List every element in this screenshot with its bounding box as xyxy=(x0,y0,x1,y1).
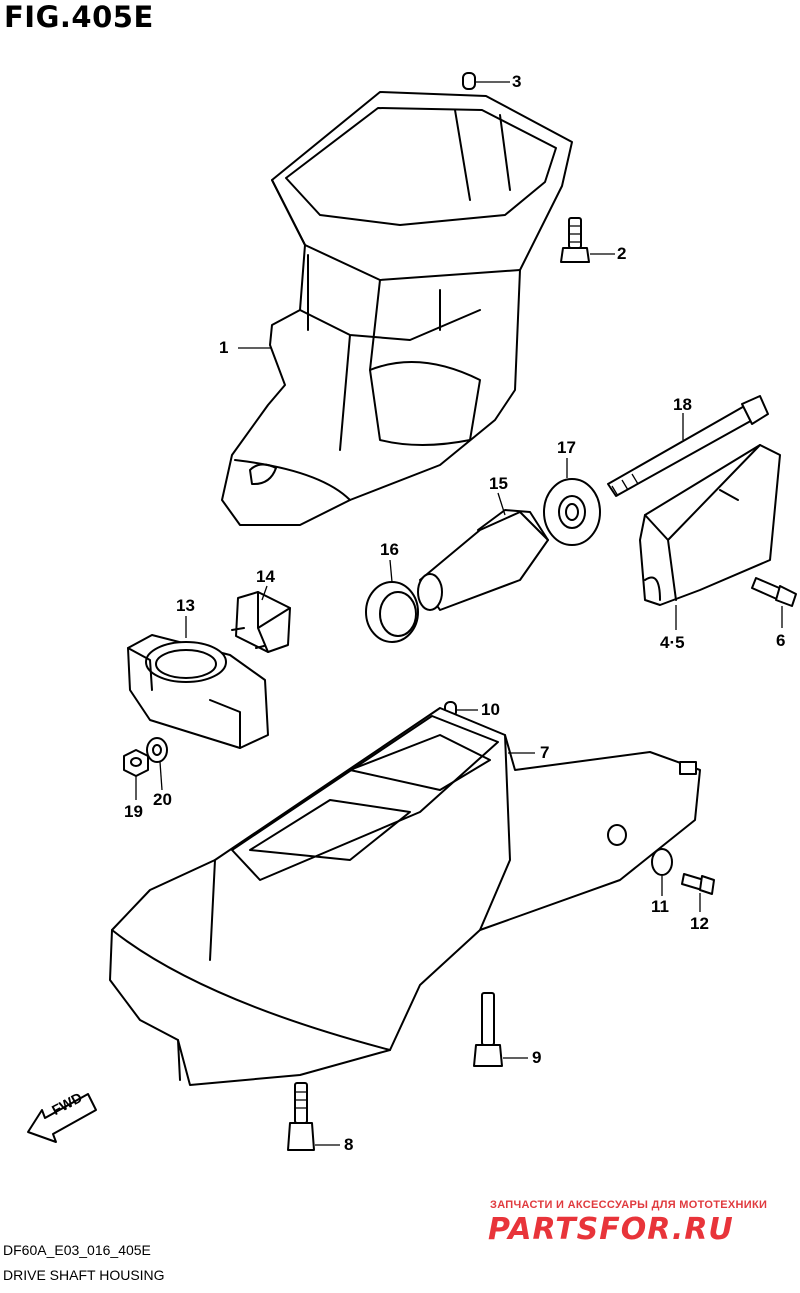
dowel-pin-part xyxy=(462,72,476,90)
mount-housing-part-13 xyxy=(127,634,269,749)
leader-lines xyxy=(135,81,783,1146)
figure-name: DRIVE SHAFT HOUSING xyxy=(3,1267,165,1283)
callout-10: 10 xyxy=(481,700,500,719)
callout-8: 8 xyxy=(344,1135,354,1154)
watermark-logo: PARTSFOR.RU xyxy=(488,1212,734,1247)
lower-housing-part-7 xyxy=(109,707,701,1086)
callout-4-5: 4·5 xyxy=(660,633,685,652)
figure-code: DF60A_E03_016_405E xyxy=(3,1242,151,1258)
washer-part-20 xyxy=(146,737,168,763)
callout-14: 14 xyxy=(256,567,275,586)
watermark-tagline: ЗАПЧАСТИ И АКСЕССУАРЫ ДЛЯ МОТОТЕХНИКИ xyxy=(490,1199,768,1211)
nut-part-19 xyxy=(123,749,149,777)
callout-20: 20 xyxy=(153,790,172,809)
callout-12: 12 xyxy=(690,914,709,933)
callout-13: 13 xyxy=(176,596,195,615)
bolt-part-8 xyxy=(287,1082,315,1151)
figure-title: FIG.405E xyxy=(4,0,154,34)
bolt-part-12 xyxy=(681,873,715,895)
bolt-part-6 xyxy=(751,577,797,607)
bolt-part-2 xyxy=(560,217,590,263)
long-bolt-part xyxy=(607,395,769,497)
mount-part-14 xyxy=(231,591,291,653)
callout-9: 9 xyxy=(532,1048,542,1067)
fwd-arrow-icon xyxy=(27,1093,97,1143)
drive-shaft-housing-part xyxy=(221,91,573,526)
callout-6: 6 xyxy=(776,631,786,650)
callout-3: 3 xyxy=(512,72,522,91)
callout-19: 19 xyxy=(124,802,143,821)
bolt-part-9 xyxy=(473,992,503,1067)
callout-18: 18 xyxy=(673,395,692,414)
callout-2: 2 xyxy=(617,244,627,263)
callout-11: 11 xyxy=(651,897,669,916)
callout-16: 16 xyxy=(380,540,399,559)
callout-15: 15 xyxy=(489,474,508,493)
callout-17: 17 xyxy=(557,438,576,457)
grommet-part-11 xyxy=(607,824,673,876)
cover-part-4-5 xyxy=(639,444,781,606)
bushing-part-15 xyxy=(417,509,549,611)
callout-7: 7 xyxy=(540,743,550,762)
oil-seal-part-17 xyxy=(543,478,601,546)
callout-1: 1 xyxy=(219,338,229,357)
seal-ring-part-16 xyxy=(365,581,419,643)
